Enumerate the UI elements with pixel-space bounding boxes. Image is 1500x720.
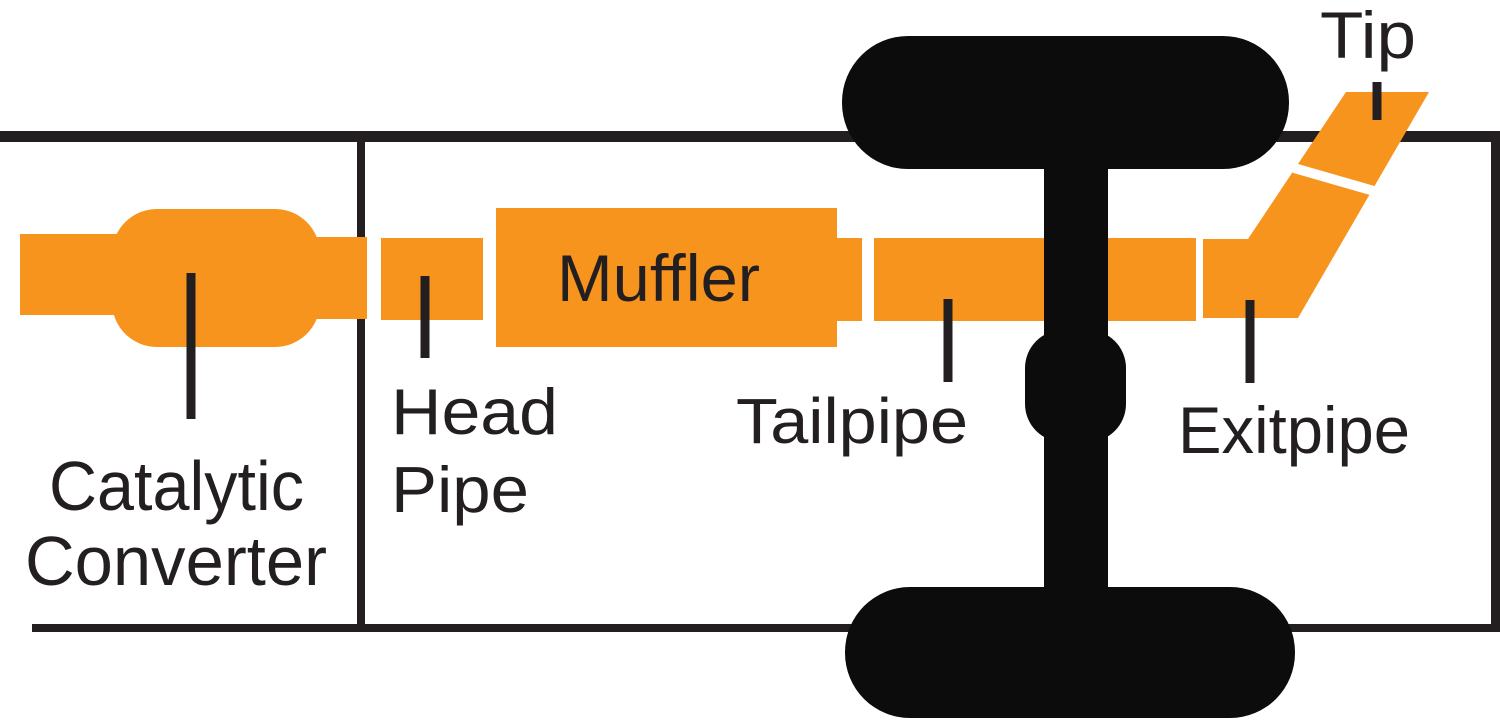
svg-text:Tip: Tip	[1320, 0, 1416, 72]
svg-text:Exitpipe: Exitpipe	[1178, 393, 1410, 467]
svg-text:Muffler: Muffler	[557, 241, 760, 315]
svg-text:Converter: Converter	[25, 522, 327, 600]
svg-text:Pipe: Pipe	[391, 453, 529, 526]
svg-text:Head: Head	[391, 375, 558, 448]
svg-text:Catalytic: Catalytic	[49, 447, 304, 525]
svg-text:Tailpipe: Tailpipe	[736, 385, 968, 457]
